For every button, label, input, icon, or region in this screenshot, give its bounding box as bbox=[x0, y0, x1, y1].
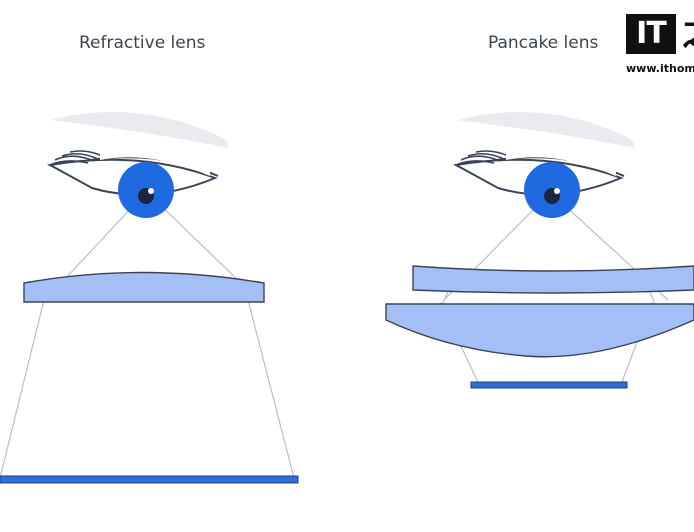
eyebrow bbox=[50, 112, 229, 148]
eyelashes bbox=[49, 150, 111, 166]
pancake-display-panel bbox=[470, 381, 628, 389]
eye-left bbox=[46, 148, 219, 218]
watermark-url: www.ithom bbox=[626, 62, 694, 75]
pancake-lens-label: Pancake lens bbox=[488, 33, 599, 53]
pupil-highlight bbox=[554, 188, 560, 194]
eye-right bbox=[452, 148, 625, 218]
refractive-lens-label: Refractive lens bbox=[79, 33, 206, 53]
ray-left-lower bbox=[0, 299, 45, 479]
it-logo: IT bbox=[626, 14, 676, 54]
logo-glyph: 之 bbox=[682, 16, 694, 52]
ray-right-lower bbox=[247, 299, 295, 479]
ray-right-upper bbox=[157, 202, 241, 283]
pancake-lens-element-2 bbox=[385, 303, 694, 358]
pancake-lens-diagram bbox=[385, 112, 694, 389]
eyelashes bbox=[455, 150, 517, 166]
refractive-lens bbox=[23, 271, 265, 303]
refractive-light-rays bbox=[0, 202, 295, 479]
upper-lid-mask bbox=[506, 148, 616, 176]
pancake-lens-element-1 bbox=[412, 265, 694, 294]
ray-left-upper bbox=[61, 202, 137, 283]
refractive-lens-diagram bbox=[0, 112, 299, 484]
refractive-display-panel bbox=[0, 475, 299, 484]
pupil-highlight bbox=[148, 188, 154, 194]
eyebrow bbox=[456, 112, 635, 148]
upper-lid-mask bbox=[100, 148, 210, 176]
ithome-watermark: IT 之 www.ithom bbox=[626, 14, 694, 78]
